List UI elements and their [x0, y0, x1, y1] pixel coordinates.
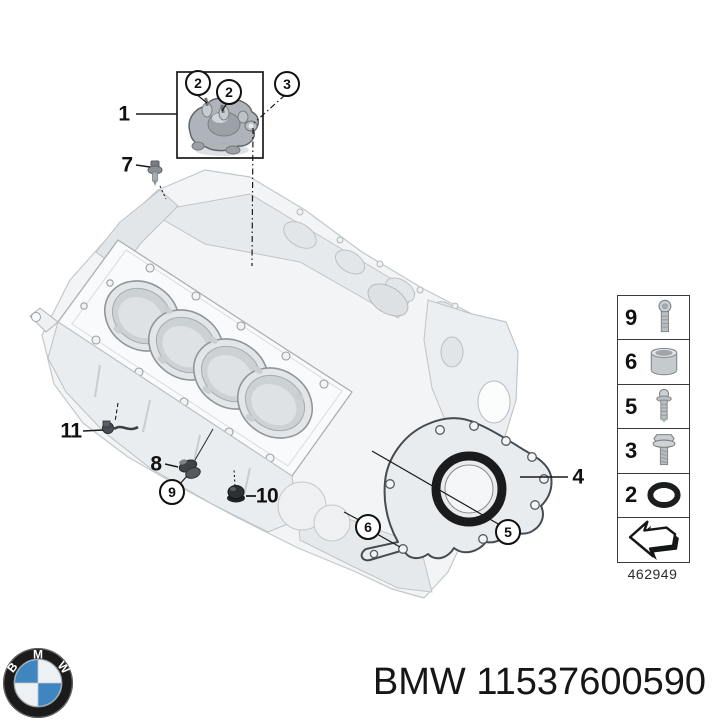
callout-2a: 2	[185, 70, 211, 96]
legend-row-2: 2	[618, 474, 689, 519]
o-ring-icon	[643, 475, 685, 515]
callout-3: 3	[274, 71, 300, 97]
crankshaft-seal-ring	[431, 451, 507, 527]
cylinder-bores	[103, 280, 314, 439]
install-direction-arrow-icon	[618, 518, 689, 562]
legend-num: 3	[625, 437, 638, 463]
legend-row-5: 5	[618, 385, 689, 430]
screw-plug	[227, 485, 245, 503]
check-valve	[178, 459, 201, 479]
part-number-text: BMW 11537600590	[372, 661, 706, 703]
leader-lines	[82, 93, 568, 548]
legend-num: 6	[625, 349, 638, 375]
bmw-quadrant-blue	[15, 660, 38, 683]
callout-5: 5	[495, 519, 521, 545]
legend-row-arrow	[618, 518, 689, 562]
callout-2b: 2	[216, 79, 242, 105]
callout-9: 9	[159, 479, 185, 505]
legend-row-6: 6	[618, 340, 689, 385]
callout-10: 10	[255, 484, 279, 508]
legend-num: 5	[625, 393, 638, 419]
coolant-slots	[113, 306, 304, 422]
bmw-letter-m: M	[33, 648, 43, 662]
collar-bolt-icon	[643, 387, 685, 427]
cover-stud-right	[220, 104, 225, 114]
dowel-sleeve-icon	[643, 342, 685, 382]
oil-pump-cover	[188, 97, 259, 156]
callout-6: 6	[355, 514, 381, 540]
legend-num: 2	[625, 482, 638, 508]
socket-head-bolt-icon	[643, 298, 685, 338]
legend-row-3: 3	[618, 429, 689, 474]
legend-num: 9	[625, 304, 638, 330]
legend-diagram-number: 462949	[627, 566, 678, 582]
legend-panel: 9 6 5	[617, 295, 690, 563]
callout-4: 4	[572, 465, 584, 489]
temperature-sensor	[147, 160, 163, 186]
callout-1: 1	[118, 102, 130, 126]
callout-7: 7	[121, 153, 133, 177]
position-sensor	[102, 420, 139, 434]
bmw-logo: B M W	[2, 646, 74, 720]
legend-row-9: 9	[618, 296, 689, 341]
hex-flange-screw-icon	[643, 431, 685, 471]
callout-8: 8	[150, 452, 162, 476]
callout-11: 11	[60, 419, 82, 443]
